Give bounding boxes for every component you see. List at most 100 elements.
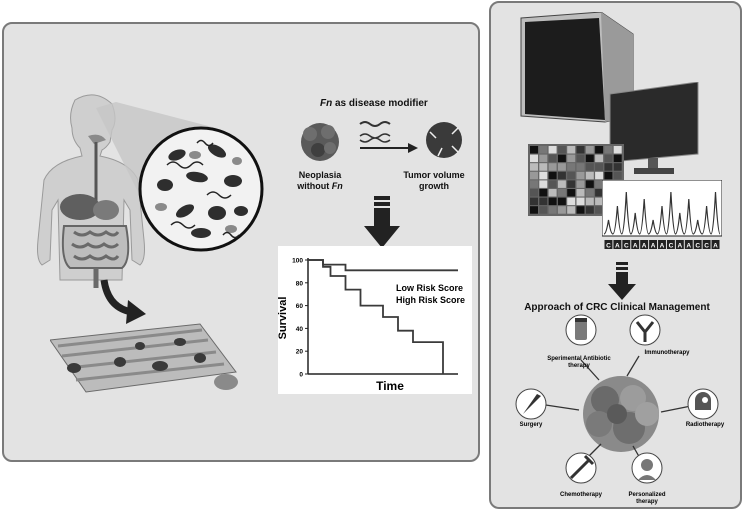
base-cell [649, 240, 658, 249]
heatmap-cell [539, 154, 548, 163]
heatmap-cell [613, 146, 622, 154]
heatmap-cell [530, 171, 538, 180]
heatmap-cell [530, 206, 538, 214]
heatmap-cell [576, 197, 585, 206]
heatmap-cell [557, 197, 566, 206]
scalpel-icon [515, 388, 547, 420]
antibiotic-label-2: therapy [568, 363, 590, 369]
heatmap-cell [613, 154, 622, 163]
x-axis-label: Time [376, 379, 404, 393]
heatmap-cell [548, 197, 557, 206]
heatmap-cell [567, 163, 576, 171]
neoplasia-label: Neoplasia without Fn [297, 170, 343, 191]
base-letter: A [615, 243, 620, 250]
personalized-label-2: therapy [636, 499, 658, 505]
heatmap-cell [576, 154, 585, 163]
y-tick-label: 20 [296, 349, 304, 356]
syringe-icon [565, 452, 597, 484]
arrow-antibiotic [580, 359, 600, 381]
heatmap-cell [585, 146, 594, 154]
heatmap-cell [548, 163, 557, 171]
heatmap-cell [595, 163, 604, 171]
heatmap-cell [530, 154, 538, 163]
arrow-immunotherapy [626, 355, 640, 377]
y-tick-label: 60 [296, 303, 304, 310]
tumor-cluster-icon [583, 376, 659, 452]
base-letter: C [624, 243, 629, 250]
heatmap-cell [585, 163, 594, 171]
heatmap-cell [613, 171, 622, 180]
heatmap-cell [530, 197, 538, 206]
heatmap-cell [557, 146, 566, 154]
heatmap-cell [548, 189, 557, 197]
base-letter: A [633, 243, 638, 250]
base-letter: A [651, 243, 656, 250]
immunotherapy-label: Immunotherapy [644, 350, 690, 356]
tumor-growth-label: Tumor volume growth [403, 170, 465, 191]
arrowhead-icon [408, 143, 418, 153]
base-letter: A [642, 243, 647, 250]
y-tick-label: 100 [292, 258, 303, 265]
heatmap-cell [613, 163, 622, 171]
dna-icon [359, 133, 391, 143]
arrow-radiotherapy [660, 405, 692, 413]
heatmap-cell [595, 171, 604, 180]
base-cell [640, 240, 649, 249]
heatmap-cell [576, 206, 585, 214]
chemotherapy-label: Chemotherapy [560, 492, 603, 498]
surgery-label: Surgery [520, 422, 543, 428]
heatmap-cell [548, 171, 557, 180]
curved-arrow-icon [100, 279, 146, 324]
heatmap-cell [585, 171, 594, 180]
base-cell [622, 240, 631, 249]
heatmap-cell [548, 206, 557, 214]
y-tick-label: 0 [299, 372, 303, 379]
base-letter: C [669, 243, 674, 250]
heatmap-cell [595, 154, 604, 163]
colon-tissue-illustration [50, 323, 238, 393]
base-cell [684, 240, 693, 249]
base-letter: C [606, 243, 611, 250]
base-cell [711, 240, 720, 249]
base-letter: C [704, 243, 709, 250]
tumor-growth-icon [426, 122, 462, 158]
base-cell [658, 240, 666, 249]
base-letter: A [713, 243, 718, 250]
series-line-high-risk [308, 259, 444, 374]
heatmap-cell [567, 189, 576, 197]
person-icon [631, 452, 663, 484]
base-cell [613, 240, 622, 249]
heatmap-cell [576, 180, 585, 188]
heatmap-cell [557, 189, 566, 197]
heatmap-cell [548, 154, 557, 163]
heatmap-cell [576, 171, 585, 180]
management-title: Approach of CRC Clinical Management [524, 302, 710, 313]
down-arrow-right-icon [608, 262, 636, 300]
legend-low-risk: Low Risk Score [396, 283, 463, 293]
base-letter: A [677, 243, 682, 250]
heatmap-cell [539, 146, 548, 154]
base-cell [604, 240, 613, 249]
heatmap-cell [557, 154, 566, 163]
heatmap-cell [530, 189, 538, 197]
personalized-label-1: Personalized [628, 492, 665, 498]
base-cell [693, 240, 702, 249]
heatmap-cell [557, 171, 566, 180]
heatmap-cell [595, 180, 604, 188]
base-cell [675, 240, 684, 249]
sequencer-machine-icon [520, 12, 634, 123]
heatmap-cell [604, 163, 613, 171]
heatmap-cell [557, 163, 566, 171]
heatmap-cell [576, 146, 585, 154]
heatmap-cell [585, 206, 594, 214]
heatmap-cell [539, 163, 548, 171]
oral-microbiota-circle [138, 126, 264, 252]
heatmap-cell [585, 197, 594, 206]
heatmap-cell [539, 171, 548, 180]
human-body-illustration [37, 94, 145, 288]
heatmap-cell [604, 146, 613, 154]
heatmap-cell [539, 180, 548, 188]
neoplasia-cell-icon [301, 123, 339, 161]
